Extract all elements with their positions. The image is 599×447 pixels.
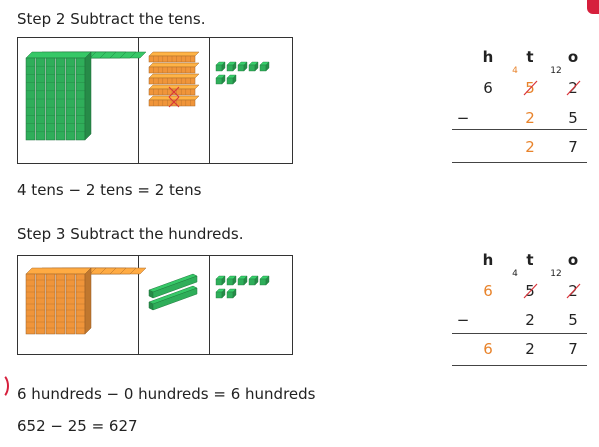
carry-tens: 4 [512, 269, 518, 279]
tens-rod-icon [148, 51, 200, 57]
ones-cube-icon [259, 278, 267, 286]
sub-tens: 2 [525, 311, 535, 329]
step3-base-ten-panel [17, 255, 293, 355]
ones-cube-icon [232, 61, 237, 72]
panel-divider [209, 256, 210, 354]
step3-blocks-illustration [25, 267, 270, 335]
sub-tens: 2 [525, 109, 535, 127]
margin-mark-decoration [0, 373, 9, 399]
result-ones: 7 [568, 138, 578, 156]
step2-title: Step 2 Subtract the tens. [17, 10, 206, 28]
hundreds-block-icon [84, 267, 92, 335]
ones-cube-icon [226, 64, 234, 72]
ones-cube-icon [254, 275, 259, 286]
sum-line [452, 162, 587, 163]
tens-rod-icon [152, 275, 198, 299]
ones-cube-icon [215, 291, 223, 299]
ones-cube-icon [226, 291, 234, 299]
ones-cube-icon [232, 74, 237, 85]
ones-cube-icon [226, 77, 234, 85]
minus-sign: − [456, 109, 470, 127]
header-ones: o [567, 48, 579, 66]
ones-cube-icon [232, 275, 237, 286]
tens-rod-icon [148, 95, 200, 101]
cross-out-icon [168, 96, 180, 108]
ones-cube-icon [243, 275, 248, 286]
tens-rod-icon [148, 84, 200, 90]
result-ones: 7 [568, 340, 578, 358]
step2-base-ten-panel [17, 37, 293, 164]
tens-rod-icon [148, 62, 200, 68]
result-tens: 2 [525, 138, 535, 156]
ones-cube-icon [265, 275, 270, 286]
ones-cube-icon [221, 61, 226, 72]
carry-ones: 12 [550, 269, 562, 279]
corner-tab-decoration [587, 0, 599, 14]
ones-cube-icon [265, 61, 270, 72]
header-tens: t [526, 48, 534, 66]
strike-icon [523, 283, 538, 299]
result-tens: 2 [525, 340, 535, 358]
hundreds-block-icon [25, 51, 147, 141]
ones-cube-icon [254, 61, 259, 72]
hundreds-block-icon [84, 51, 92, 141]
carry-ones: 12 [550, 66, 562, 76]
ones-cube-icon [243, 61, 248, 72]
ones-cube-icon [248, 278, 256, 286]
strike-icon [566, 80, 581, 96]
ones-cube-icon [232, 288, 237, 299]
step3-title: Step 3 Subtract the hundreds. [17, 225, 244, 243]
header-tens: t [526, 251, 534, 269]
sum-line [452, 129, 587, 130]
tens-rod-icon [148, 51, 200, 107]
ones-cube-icon [215, 278, 223, 286]
hundreds-block-icon [25, 51, 97, 59]
ones-cube-icon [215, 64, 223, 72]
ones-cube-icon [215, 61, 270, 85]
ones-cube-icon [221, 275, 226, 286]
step2-blocks-illustration [25, 51, 270, 141]
panel-divider [138, 38, 139, 163]
cross-out-icon [168, 86, 180, 98]
ones-cube-icon [237, 64, 245, 72]
tens-rod-icon [148, 273, 198, 311]
header-ones: o [567, 251, 579, 269]
ones-cube-icon [215, 77, 223, 85]
ones-cube-icon [259, 64, 267, 72]
top-hundreds: 6 [483, 282, 493, 300]
header-hundreds: h [482, 48, 494, 66]
carry-tens: 4 [512, 66, 518, 76]
ones-cube-icon [221, 288, 226, 299]
result-hundreds: 6 [483, 340, 493, 358]
tens-rod-icon [148, 73, 200, 79]
ones-cube-icon [237, 278, 245, 286]
cross-out-icon [168, 86, 180, 108]
final-equation: 652 − 25 = 627 [17, 417, 138, 435]
step2-equation: 4 tens − 2 tens = 2 tens [17, 181, 202, 199]
panel-divider [209, 38, 210, 163]
ones-cube-icon [221, 74, 226, 85]
sum-line [452, 333, 587, 334]
sub-ones: 5 [568, 109, 578, 127]
ones-cube-icon [248, 64, 256, 72]
tens-rod-icon [152, 287, 198, 311]
strike-icon [523, 80, 538, 96]
header-hundreds: h [482, 251, 494, 269]
panel-divider [138, 256, 139, 354]
ones-cube-icon [226, 278, 234, 286]
strike-icon [566, 283, 581, 299]
sub-ones: 5 [568, 311, 578, 329]
ones-cube-icon [215, 275, 270, 299]
sum-line [452, 365, 587, 366]
minus-sign: − [456, 311, 470, 329]
step3-equation: 6 hundreds − 0 hundreds = 6 hundreds [17, 385, 316, 403]
top-hundreds: 6 [483, 79, 493, 97]
hundreds-block-icon [25, 267, 147, 335]
hundreds-block-icon [25, 267, 97, 275]
